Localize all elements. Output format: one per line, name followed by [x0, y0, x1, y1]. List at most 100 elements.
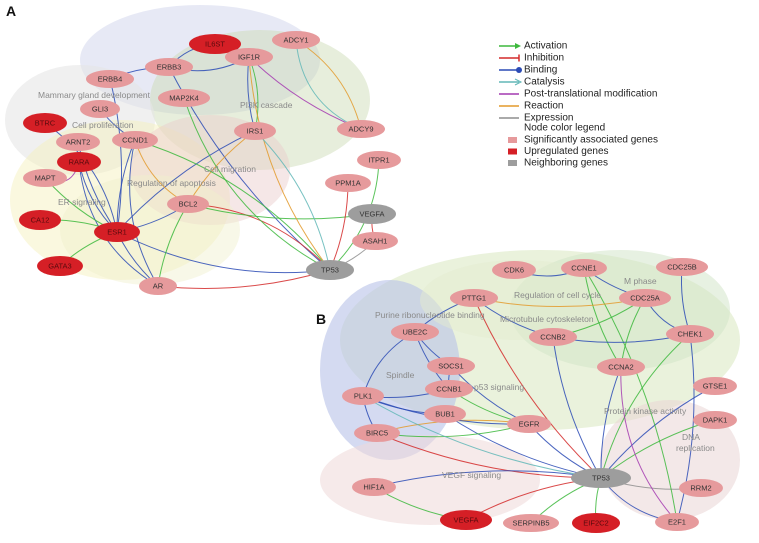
node-label: ESR1	[107, 228, 127, 237]
node-e2f1: E2F1	[655, 513, 699, 531]
node-label: BCL2	[179, 200, 198, 209]
node-erbb4: ERBB4	[86, 70, 134, 88]
legend-edge-label: Activation	[524, 41, 567, 52]
legend-node-significant: Significantly associated genes	[508, 135, 658, 146]
node-label: MAP2K4	[169, 94, 199, 103]
process-label-cell-cycle: Regulation of cell cycle	[514, 290, 601, 300]
legend-node-label: Upregulated genes	[524, 146, 609, 157]
edge-ptm	[620, 366, 678, 523]
node-label: GATA3	[48, 262, 71, 271]
node-label: RARA	[69, 158, 90, 167]
node-label: IGF1R	[238, 53, 261, 62]
node-irs1: IRS1	[234, 122, 276, 140]
node-asah1: ASAH1	[352, 232, 398, 250]
process-label-cell-migration: Cell migration	[204, 164, 256, 174]
node-ccnd1: CCND1	[112, 131, 158, 149]
node-label: TP53	[321, 266, 339, 275]
node-label: ERBB3	[157, 63, 182, 72]
node-adcy1: ADCY1	[272, 31, 320, 49]
node-label: MAPT	[35, 174, 56, 183]
node-label: HIF1A	[363, 483, 384, 492]
node-label: CDK6	[504, 266, 524, 275]
legend-edge-expression: Expression	[499, 113, 573, 124]
node-ccne1: CCNE1	[561, 259, 607, 277]
node-igf1r: IGF1R	[225, 48, 273, 66]
node-label: PLK1	[354, 392, 372, 401]
node-erbb3: ERBB3	[145, 58, 193, 76]
edge-binding	[44, 122, 118, 233]
node-cdc25a: CDC25A	[619, 289, 671, 307]
node-label: CCNA2	[608, 363, 633, 372]
edge-activation	[183, 97, 331, 271]
node-bcl2: BCL2	[167, 195, 209, 213]
network-nodes: IL6STERBB3ERBB4IGF1RADCY1MAP2K4GLI3BTRCI…	[19, 31, 737, 533]
node-label: GTSE1	[703, 382, 728, 391]
node-eif2c2: EIF2C2	[572, 513, 620, 533]
node-socs1: SOCS1	[427, 357, 475, 375]
legend-edge-label: Expression	[524, 113, 573, 124]
legend-edge-label: Catalysis	[524, 77, 565, 88]
node-plk1: PLK1	[342, 387, 384, 405]
node-map2k4: MAP2K4	[158, 89, 210, 107]
node-birc5: BIRC5	[354, 424, 400, 442]
legend-node-label: Significantly associated genes	[524, 135, 658, 146]
node-label: RRM2	[690, 484, 711, 493]
node-label: ARNT2	[66, 138, 91, 147]
node-label: UBE2C	[402, 328, 428, 337]
node-tp53: TP53	[571, 468, 631, 488]
node-label: SERPINB5	[512, 519, 549, 528]
node-label: PTTG1	[462, 294, 486, 303]
edge-activation	[583, 267, 678, 523]
legend-edge-catalysis: Catalysis	[499, 77, 565, 88]
process-label-pi3k: PI3K cascade	[240, 100, 293, 110]
node-label: ASAH1	[363, 237, 388, 246]
edge-binding	[600, 385, 716, 479]
node-label: VEGFA	[359, 210, 384, 219]
node-label: BIRC5	[366, 429, 388, 438]
process-label-protein-kinase: Protein kinase activity	[604, 406, 687, 416]
node-cdc25b: CDC25B	[656, 258, 708, 276]
node-label: ADCY1	[283, 36, 308, 45]
node-ccnb2: CCNB2	[529, 328, 577, 346]
edge-activation	[583, 267, 622, 368]
node-ca12: CA12	[19, 210, 61, 230]
legend-edge-reaction: Reaction	[499, 101, 563, 112]
node-vegfa: VEGFA	[440, 510, 492, 530]
edge-binding	[129, 139, 159, 287]
legend-edge-binding: Binding	[499, 65, 557, 76]
node-egfr: EGFR	[507, 415, 551, 433]
legend-node-upregulated: Upregulated genes	[508, 146, 609, 157]
edge-binding	[676, 333, 695, 523]
legend-edge-activation: Activation	[499, 41, 567, 52]
legend-edge-label: Binding	[524, 65, 557, 76]
legend-edge-label: Reaction	[524, 101, 563, 112]
node-ppm1a: PPM1A	[325, 174, 371, 192]
node-ar: AR	[139, 277, 177, 295]
node-btrc: BTRC	[23, 113, 67, 133]
node-serpinb5: SERPINB5	[503, 514, 559, 532]
process-label-apoptosis: Regulation of apoptosis	[127, 178, 216, 188]
node-label: TP53	[592, 474, 610, 483]
node-ccna2: CCNA2	[597, 358, 645, 376]
legend-edge-inhibition: Inhibition	[499, 53, 564, 64]
node-ube2c: UBE2C	[391, 323, 439, 341]
edge-binding	[373, 470, 602, 488]
node-gata3: GATA3	[37, 256, 83, 276]
edge-binding	[552, 336, 602, 479]
legend-node-title: Node color legend	[524, 123, 605, 134]
node-tp53: TP53	[306, 260, 354, 280]
node-ccnb1: CCNB1	[425, 380, 473, 398]
node-label: CCNB1	[436, 385, 461, 394]
node-esr1: ESR1	[94, 222, 140, 242]
node-label: IRS1	[247, 127, 264, 136]
node-label: ADCY9	[348, 125, 373, 134]
node-label: IL6ST	[205, 40, 225, 49]
node-label: VEGFA	[453, 516, 478, 525]
node-label: EIF2C2	[583, 519, 608, 528]
legend: ActivationInhibitionBindingCatalysisPost…	[499, 41, 658, 169]
edge-reaction	[248, 56, 331, 271]
node-vegfa: VEGFA	[348, 204, 396, 224]
edge-binding	[116, 130, 256, 233]
